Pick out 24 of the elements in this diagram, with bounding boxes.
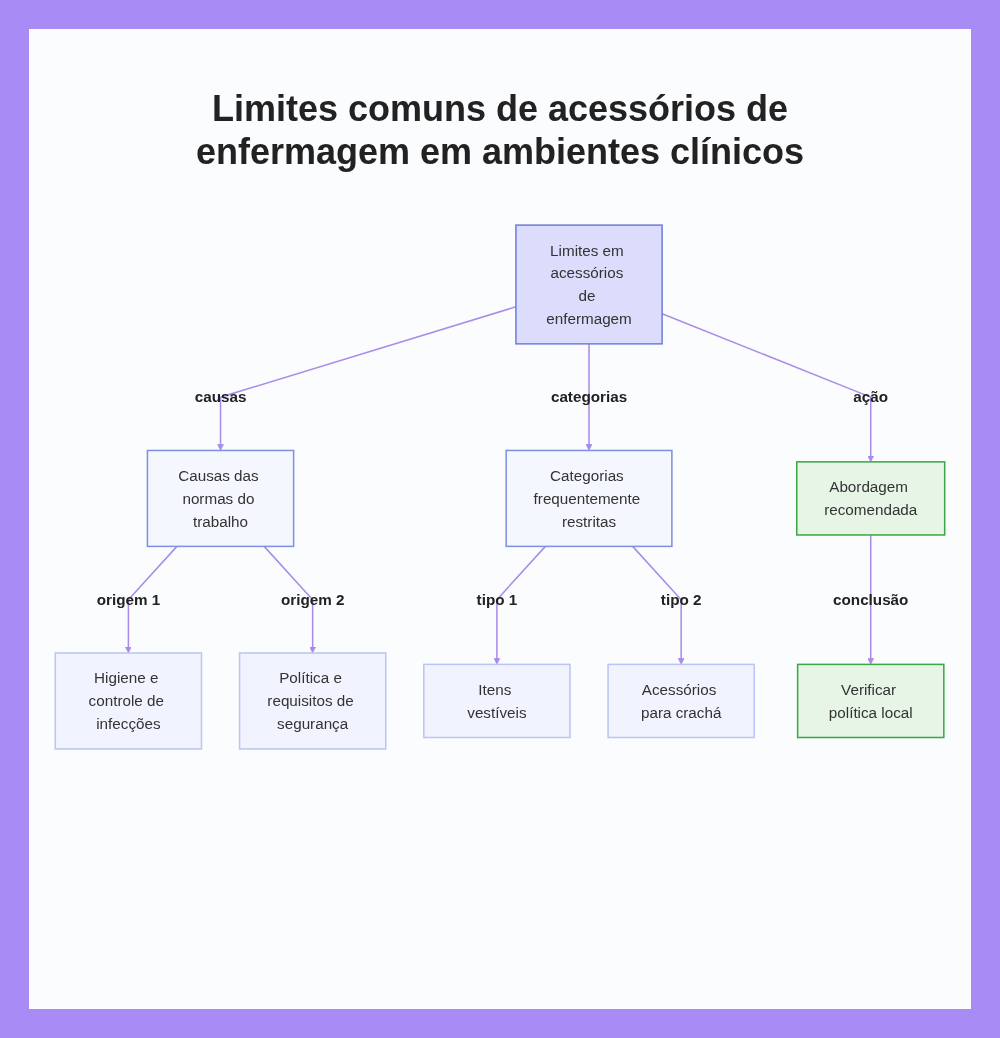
edge-label: tipo 2 [660, 591, 702, 609]
node-box: Acessórios para crachá [607, 663, 755, 739]
diagram-title: Limites comuns de acessórios de enfermagem em ambientes clínicos [194, 87, 806, 174]
edge-label: ação [853, 388, 889, 406]
node-box: Política e requisitos de segurança [238, 652, 387, 750]
node-box: Abordagem recomendada [796, 461, 946, 536]
node-box: Causas das normas do trabalho [146, 449, 295, 548]
arrow [631, 545, 685, 665]
node-box: Verificar política local [796, 663, 945, 739]
node-box: Categorias frequentemente restritas [505, 449, 673, 548]
edge-label: origem 2 [280, 591, 345, 609]
node-box: Itens vestíveis [423, 663, 571, 739]
edge-label: causas [194, 388, 247, 406]
node-box: Limites em acessórios de enfermagem [515, 224, 663, 345]
edge-label: origem 1 [96, 591, 161, 609]
arrow [493, 545, 547, 665]
edge-label: conclusão [833, 591, 909, 609]
arrow [585, 343, 593, 451]
edge-label: categorias [550, 388, 628, 406]
arrow [867, 534, 875, 665]
edge-label: tipo 1 [476, 591, 518, 609]
arrow [263, 545, 316, 654]
arrow [125, 545, 178, 654]
node-box: Higiene e controle de infecções [54, 652, 203, 750]
